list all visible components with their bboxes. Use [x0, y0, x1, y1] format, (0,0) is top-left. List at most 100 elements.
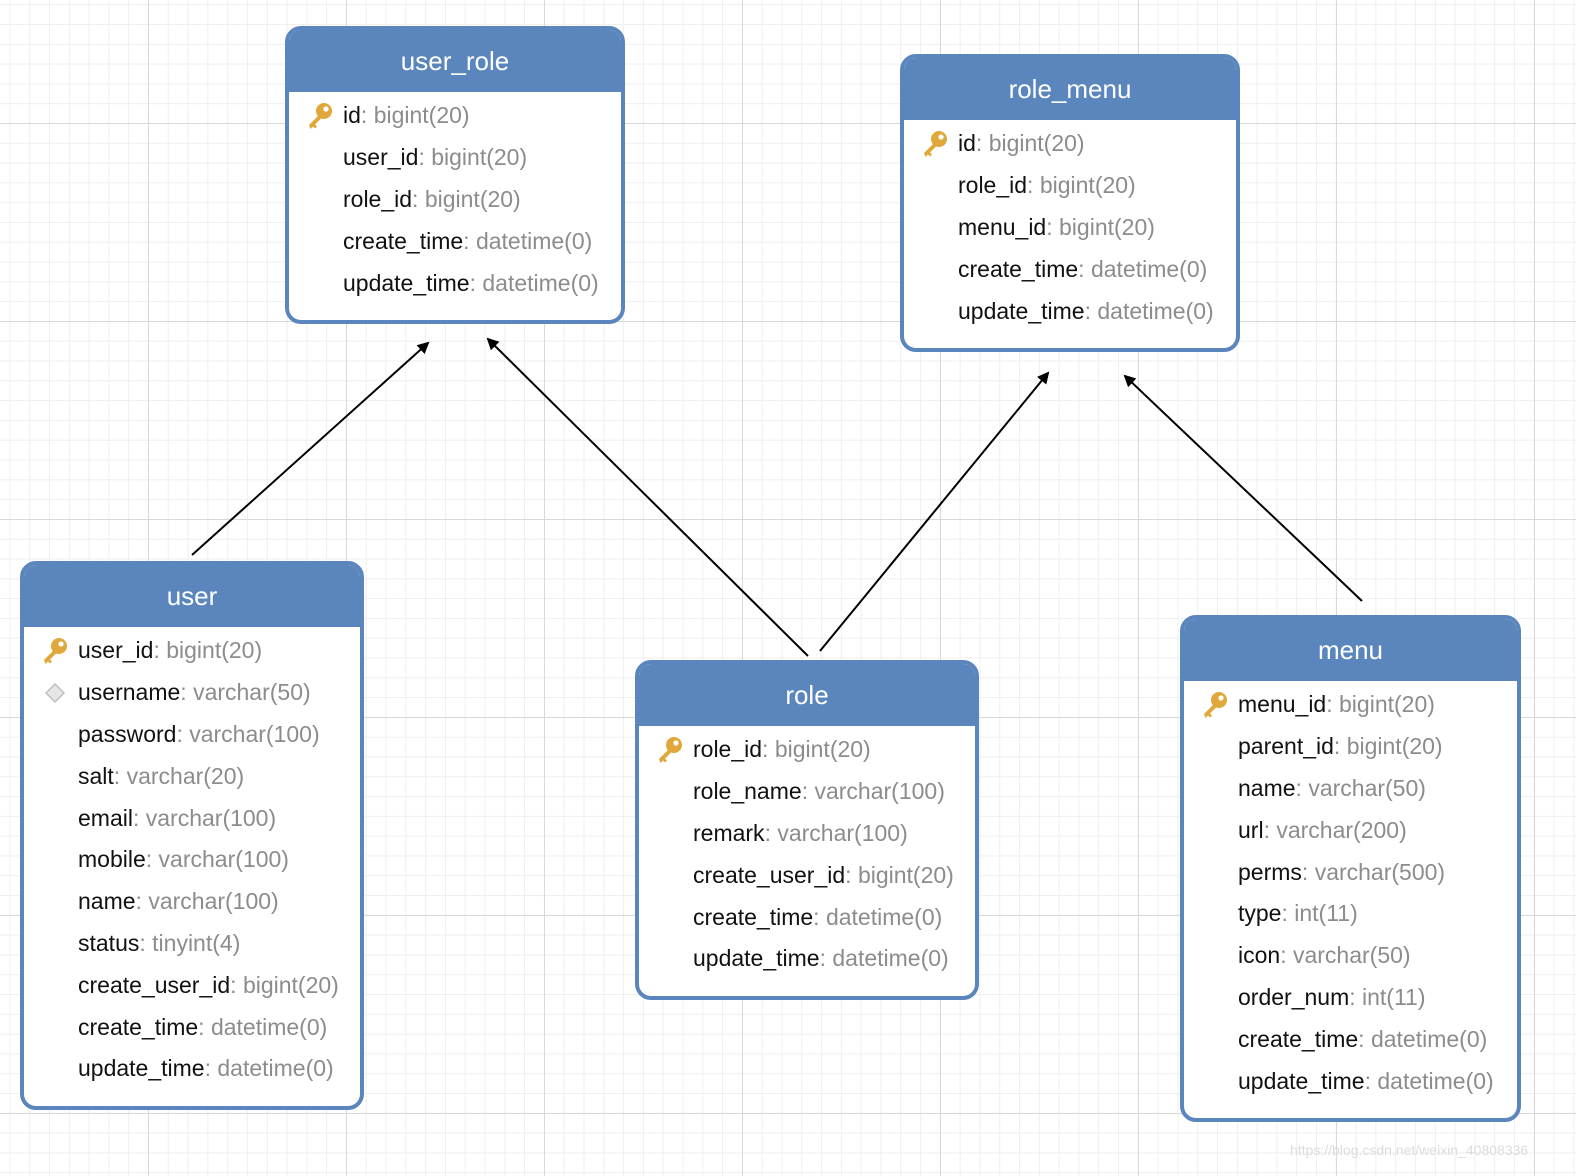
key-icon: [920, 129, 950, 159]
field-row[interactable]: perms: varchar(500): [1184, 851, 1517, 893]
field-separator: :: [801, 778, 815, 805]
field-row[interactable]: type: int(11): [1184, 893, 1517, 935]
field-name: id: [343, 102, 361, 129]
field-row[interactable]: update_time: datetime(0): [24, 1048, 360, 1090]
field-name: create_time: [693, 903, 814, 930]
field-row[interactable]: menu_id: bigint(20): [904, 207, 1236, 249]
field-row[interactable]: create_time: datetime(0): [639, 896, 975, 938]
field-separator: :: [139, 929, 153, 956]
field-name: remark: [693, 819, 765, 846]
field-type: varchar(50): [1292, 942, 1411, 969]
field-separator: :: [113, 762, 127, 789]
field-separator: :: [1046, 213, 1060, 240]
field-type: bigint(20): [166, 637, 263, 664]
field-type: varchar(100): [777, 819, 908, 846]
field-separator: :: [1078, 255, 1091, 282]
field-name: id: [958, 130, 976, 157]
field-row[interactable]: update_time: datetime(0): [1184, 1060, 1517, 1102]
field-row[interactable]: name: varchar(100): [24, 881, 360, 923]
field-row[interactable]: user_id: bigint(20): [289, 137, 621, 179]
field-name: create_user_id: [693, 861, 846, 888]
field-row[interactable]: order_num: int(11): [1184, 977, 1517, 1019]
field-type: varchar(100): [189, 720, 320, 747]
field-separator: :: [1358, 1025, 1371, 1052]
field-name: update_time: [958, 297, 1085, 324]
index-icon: [40, 678, 70, 708]
field-separator: :: [198, 1013, 211, 1040]
field-row[interactable]: create_user_id: bigint(20): [639, 854, 975, 896]
key-icon: [305, 101, 335, 131]
field-row[interactable]: email: varchar(100): [24, 797, 360, 839]
field-type: varchar(50): [1308, 774, 1426, 801]
field-row[interactable]: user_id: bigint(20): [24, 630, 360, 672]
field-row[interactable]: update_time: datetime(0): [639, 938, 975, 980]
field-type: datetime(0): [1097, 297, 1214, 324]
field-row[interactable]: status: tinyint(4): [24, 923, 360, 965]
field-type: datetime(0): [832, 945, 949, 972]
field-separator: :: [469, 269, 483, 296]
field-row[interactable]: create_time: datetime(0): [1184, 1018, 1517, 1060]
field-name: update_time: [78, 1055, 205, 1082]
field-separator: :: [153, 637, 167, 664]
field-row[interactable]: id: bigint(20): [904, 123, 1236, 165]
field-name: role_id: [693, 736, 763, 763]
field-separator: :: [1263, 816, 1277, 843]
key-icon: [1200, 690, 1230, 720]
field-name: role_name: [693, 778, 802, 805]
field-type: varchar(100): [148, 888, 279, 915]
field-name: update_time: [343, 269, 470, 296]
field-name: create_time: [343, 227, 464, 254]
field-type: int(11): [1362, 983, 1426, 1010]
field-type: datetime(0): [1090, 255, 1208, 282]
field-type: bigint(20): [1346, 733, 1443, 760]
field-row[interactable]: remark: varchar(100): [639, 813, 975, 855]
field-row[interactable]: mobile: varchar(100): [24, 839, 360, 881]
field-name: update_time: [1238, 1067, 1365, 1094]
field-name: create_time: [1238, 1025, 1359, 1052]
table-header: role_menu: [904, 58, 1236, 120]
field-row[interactable]: role_id: bigint(20): [904, 165, 1236, 207]
field-row[interactable]: username: varchar(50): [24, 672, 360, 714]
field-separator: :: [764, 819, 778, 846]
field-row[interactable]: role_id: bigint(20): [289, 179, 621, 221]
field-separator: :: [176, 720, 190, 747]
table-fields: id: bigint(20)user_id: bigint(20)role_id…: [289, 92, 621, 304]
field-name: order_num: [1238, 983, 1350, 1010]
field-name: role_id: [343, 185, 413, 212]
field-separator: :: [1364, 1067, 1378, 1094]
field-row[interactable]: create_time: datetime(0): [24, 1006, 360, 1048]
field-row[interactable]: menu_id: bigint(20): [1184, 684, 1517, 726]
field-separator: :: [180, 679, 194, 706]
field-row[interactable]: role_id: bigint(20): [639, 729, 975, 771]
field-row[interactable]: salt: varchar(20): [24, 755, 360, 797]
field-row[interactable]: update_time: datetime(0): [289, 262, 621, 304]
relation-arrow-user-to-user-role[interactable]: [191, 341, 430, 556]
field-row[interactable]: icon: varchar(50): [1184, 935, 1517, 977]
field-separator: :: [132, 804, 146, 831]
field-row[interactable]: name: varchar(50): [1184, 768, 1517, 810]
field-row[interactable]: id: bigint(20): [289, 95, 621, 137]
field-separator: :: [145, 846, 159, 873]
field-type: bigint(20): [774, 736, 871, 763]
field-row[interactable]: create_time: datetime(0): [904, 248, 1236, 290]
field-separator: :: [845, 861, 858, 888]
field-separator: :: [1281, 900, 1295, 927]
field-row[interactable]: password: varchar(100): [24, 714, 360, 756]
field-row[interactable]: role_name: varchar(100): [639, 771, 975, 813]
field-type: varchar(100): [158, 846, 289, 873]
relation-arrow-role-to-role-menu[interactable]: [819, 371, 1050, 652]
field-row[interactable]: update_time: datetime(0): [904, 290, 1236, 332]
field-row[interactable]: create_time: datetime(0): [289, 220, 621, 262]
field-row[interactable]: parent_id: bigint(20): [1184, 726, 1517, 768]
field-row[interactable]: create_user_id: bigint(20): [24, 964, 360, 1006]
field-row[interactable]: url: varchar(200): [1184, 809, 1517, 851]
field-name: icon: [1238, 942, 1281, 969]
relation-arrow-menu-to-role-menu[interactable]: [1123, 374, 1363, 602]
relation-arrow-role-to-user-role[interactable]: [486, 337, 809, 657]
field-type: bigint(20): [1339, 691, 1435, 718]
